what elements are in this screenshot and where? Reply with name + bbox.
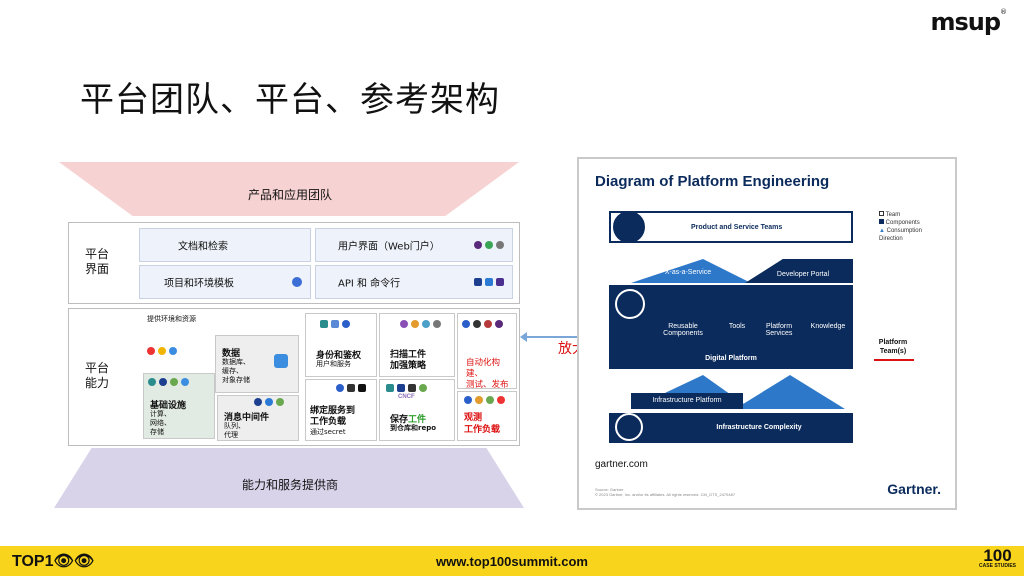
save-icons [386,384,427,392]
mq-icons [254,398,284,406]
digital-platform-box: Reusable Components Tools Platform Servi… [609,285,853,369]
platform-services-label: Platform Services [765,323,793,337]
digital-platform-label: Digital Platform [705,355,757,362]
infra-icons [148,378,189,386]
providers-label: 能力和服务提供商 [241,478,338,492]
api-cli-cell: API 和 命令行 [315,265,513,299]
platform-interface-panel: 平台 界面 文档和检索 用户界面（Web门户） 项目和环境模板 API 和 命令… [68,222,520,304]
legend: Team Components ▲ Consumption Direction [879,211,922,242]
api-tool-icons [474,278,504,286]
save-title: 保存工件 [390,415,427,425]
platform-capability-panel: 平台 能力 提供环境和资源 数据 数据库、 缓存、 对象存储 基础设施 计算、 … [68,308,520,446]
network-icon [615,289,645,319]
infra-triangle-right [735,375,845,409]
page-title: 平台团队、平台、参考架构 [80,80,500,120]
footer-url[interactable]: www.top100summit.com [436,554,588,569]
product-teams-label: 产品和应用团队 [247,188,332,202]
case-studies-logo: 100 CASE STUDIES [979,546,1016,569]
zoom-arrow [520,332,582,342]
platform-team-underline [874,359,914,361]
automation-cell: 自动化构建、 测试、发布 [457,313,517,390]
message-middleware-cell: 消息中间件 队列、 代理 [217,395,299,441]
team-icon [613,211,645,243]
top100-logo: TOP1👁👁 [12,553,95,570]
xaas-label: X-as-a-Service [664,269,712,276]
gartner-title: Diagram of Platform Engineering [595,173,830,190]
gartner-url: gartner.com [595,459,648,470]
infrastructure-complexity-box: Infrastructure Complexity [609,413,853,443]
developer-portal-label: Developer Portal [776,271,830,278]
bind-icons [336,384,366,392]
platform-interface-label: 平台 界面 [84,247,109,276]
web-portal-cell: 用户界面（Web门户） [315,228,513,262]
knowledge-label: Knowledge [810,323,846,330]
providers-band [54,448,524,508]
platform-capability-label: 平台 能力 [84,361,109,390]
product-teams-band [59,162,519,216]
auth-icons [320,320,350,328]
footer-bar: TOP1👁👁 www.top100summit.com 100 CASE STU… [0,546,1024,576]
scan-icons [400,320,441,328]
product-service-teams-box: Product and Service Teams [609,211,853,243]
infrastructure-cell: 基础设施 计算、 网络、 存储 [143,373,215,439]
infrastructure-platform-box: Infrastructure Platform [631,393,743,409]
observe-icons [464,396,505,404]
gartner-logo: Gartner. [887,481,941,497]
templates-cell: 项目和环境模板 [139,265,311,299]
identity-auth-cell: 身份和鉴权 用户和服务 [305,313,377,377]
cncf-badge: CNCF [398,394,415,400]
template-tool-icons [292,277,302,287]
tools-label: Tools [728,323,746,330]
platform-team-label: Platform Team(s) [878,339,908,355]
observability-cell: 观测 工作负载 [457,391,517,441]
env-icons [147,347,177,355]
msup-logo: msup® [930,8,1007,36]
gartner-diagram-card: Diagram of Platform Engineering Product … [577,157,957,510]
reusable-components-label: Reusable Components [663,323,703,337]
platform-architecture-diagram: 产品和应用团队 平台 界面 文档和检索 用户界面（Web门户） 项目和环境模板 … [54,160,526,512]
docs-search-cell: 文档和检索 [139,228,311,262]
portal-tool-icons [474,241,504,249]
hub-icon [615,413,643,441]
source-note: Source: Gartner © 2023 Gartner, Inc. and… [595,487,736,497]
data-cell: 数据 数据库、 缓存、 对象存储 [215,335,299,393]
ci-icons [462,320,503,328]
bind-services-cell: 绑定服务到 工作负载 通过secret [305,379,377,441]
scan-artifacts-cell: 扫描工件 加强策略 [379,313,455,377]
save-artifacts-cell: CNCF 保存工件 到仓库和repo [379,379,455,441]
database-icon [274,354,288,368]
